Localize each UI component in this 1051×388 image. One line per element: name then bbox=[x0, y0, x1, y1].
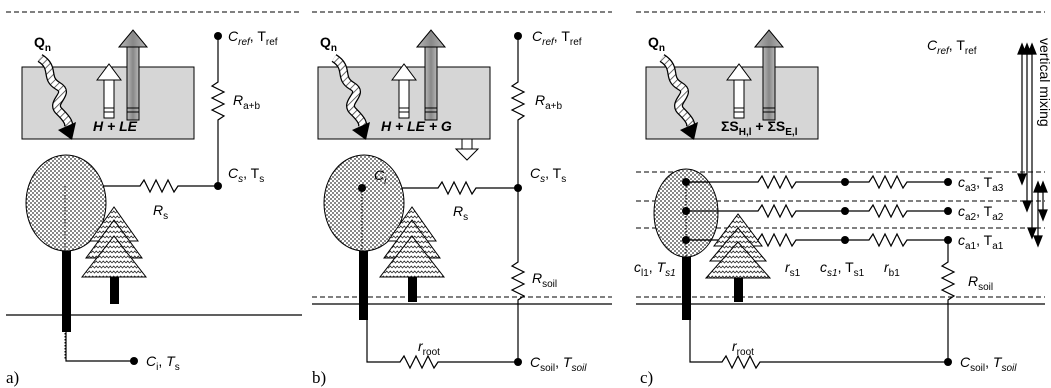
resistor-s bbox=[65, 178, 218, 194]
layer-2-circuit bbox=[682, 203, 952, 219]
leaf-node-label: cl1, Ts1 bbox=[634, 259, 676, 279]
radiation-label: Qn bbox=[320, 34, 337, 54]
internal-node-label: Ci, Ts bbox=[146, 353, 180, 373]
internal-node-label: Ci bbox=[374, 167, 387, 187]
layer-1-label: ca1, Ta1 bbox=[958, 232, 1004, 252]
conifer-tree bbox=[80, 206, 148, 304]
flux-label: H + LE + G bbox=[381, 118, 452, 134]
resistor-soil bbox=[940, 240, 956, 362]
gray-flux-arrow bbox=[753, 29, 785, 121]
vertical-mixing-arrows bbox=[1017, 42, 1048, 248]
ref-node-label: Cref, Tref bbox=[532, 28, 582, 48]
panel-c: Qn ΣSH,l + ΣSE,l Cref, Tref bbox=[634, 11, 1051, 387]
white-flux-arrow bbox=[96, 63, 122, 119]
white-flux-arrow bbox=[391, 63, 417, 119]
resistor-a-plus-b bbox=[210, 36, 226, 186]
vertical-mixing-label: vertical mixing bbox=[1037, 38, 1051, 127]
resistance-s-label: Rs bbox=[153, 202, 168, 222]
radiation-wave-arrow bbox=[659, 54, 698, 140]
resistor-s bbox=[362, 180, 518, 196]
ground-flux-arrow bbox=[454, 138, 480, 161]
panel-a: Qn H + LE Cref, Tref Ra+b Cs, Ts Rs C bbox=[6, 11, 302, 387]
surface-node-label: cs1, Ts1 bbox=[820, 259, 865, 279]
layer-3-label: ca3, Ta3 bbox=[958, 174, 1004, 194]
radiation-wave-arrow bbox=[331, 54, 370, 140]
resistance-root-label: rroot bbox=[732, 338, 754, 358]
flux-label: ΣSH,l + ΣSE,l bbox=[721, 118, 798, 138]
soil-node-label: Csoil, Tsoil bbox=[530, 354, 587, 374]
resistor-a-plus-b bbox=[510, 36, 526, 188]
flux-label: H + LE bbox=[93, 118, 138, 134]
radiation-label: Qn bbox=[648, 34, 665, 54]
soil-node-dot bbox=[944, 358, 952, 366]
panel-b: Qn H + LE + G Cref, Tref Ra+b Cs, Ts Rs … bbox=[312, 11, 612, 387]
gray-flux-arrow bbox=[415, 29, 447, 121]
soil-node-label: Csoil, Tsoil bbox=[960, 354, 1017, 374]
resistance-s1-label: rs1 bbox=[785, 259, 801, 279]
radiation-label: Qn bbox=[34, 34, 51, 54]
white-flux-arrow bbox=[726, 63, 752, 119]
internal-node-dot bbox=[358, 184, 366, 192]
layer-3-circuit bbox=[682, 174, 952, 190]
ref-node-label: Cref, Tref bbox=[228, 28, 278, 48]
resistance-ab-label: Ra+b bbox=[535, 92, 563, 112]
resistance-soil-label: Rsoil bbox=[532, 270, 557, 290]
resistor-root bbox=[366, 320, 518, 370]
soil-node-dot bbox=[514, 358, 522, 366]
panel-letter: c) bbox=[640, 368, 653, 387]
ref-node-label: Cref, Tref bbox=[927, 37, 977, 57]
radiation-wave-arrow bbox=[37, 54, 76, 140]
root-path bbox=[65, 320, 134, 362]
deciduous-tree-crown bbox=[25, 154, 107, 252]
resistance-soil-label: Rsoil bbox=[968, 273, 993, 293]
layer-2-label: ca2, Ta2 bbox=[958, 203, 1004, 223]
resistance-ab-label: Ra+b bbox=[233, 92, 261, 112]
internal-node-dot bbox=[130, 357, 138, 365]
resistor-root bbox=[689, 320, 948, 370]
resistor-soil bbox=[510, 188, 526, 360]
resistance-root-label: rroot bbox=[418, 338, 440, 358]
resistance-s-label: Rs bbox=[453, 203, 468, 223]
panel-letter: b) bbox=[312, 368, 326, 387]
conifer-tree bbox=[704, 213, 772, 302]
gray-flux-arrow bbox=[117, 29, 149, 121]
deciduous-tree-crown bbox=[323, 154, 405, 252]
resistance-b1-label: rb1 bbox=[884, 259, 900, 279]
deciduous-tree-trunk bbox=[359, 238, 368, 320]
deciduous-tree-trunk bbox=[62, 238, 71, 332]
surface-node-label: Cs, Ts bbox=[228, 165, 264, 185]
conifer-tree bbox=[378, 206, 446, 302]
panel-letter: a) bbox=[6, 368, 19, 387]
surface-node-label: Cs, Ts bbox=[530, 165, 566, 185]
